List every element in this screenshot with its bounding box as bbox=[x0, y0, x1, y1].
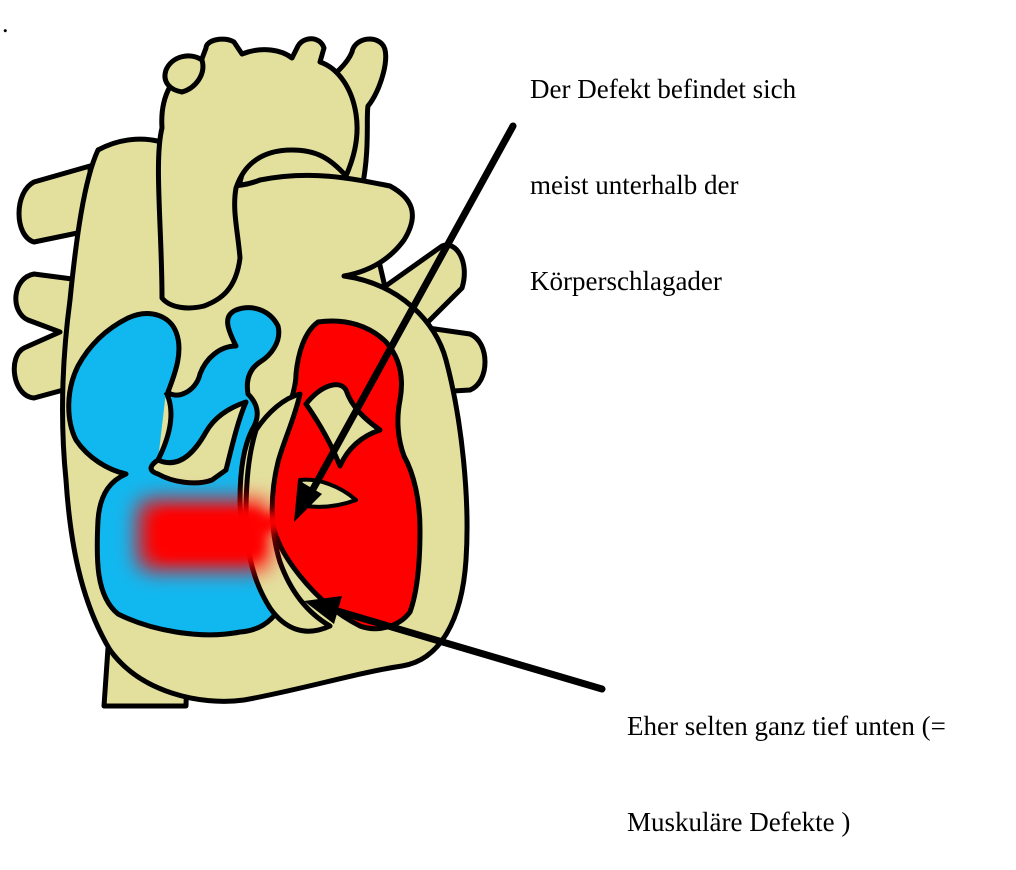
annotation-bottom-line-2: Muskuläre Defekte ) bbox=[627, 806, 946, 838]
annotation-bottom: Eher selten ganz tief unten (= Muskuläre… bbox=[627, 646, 946, 870]
annotation-top-line-3: Körperschlagader bbox=[530, 265, 796, 297]
annotation-top-line-2: meist unterhalb der bbox=[530, 169, 796, 201]
annotation-top-line-1: Der Defekt befindet sich bbox=[530, 73, 796, 105]
annotation-bottom-line-1: Eher selten ganz tief unten (= bbox=[627, 710, 946, 742]
septal-defect-core bbox=[158, 512, 262, 558]
heart-diagram bbox=[0, 0, 1016, 720]
annotation-top: Der Defekt befindet sich meist unterhalb… bbox=[530, 9, 796, 329]
